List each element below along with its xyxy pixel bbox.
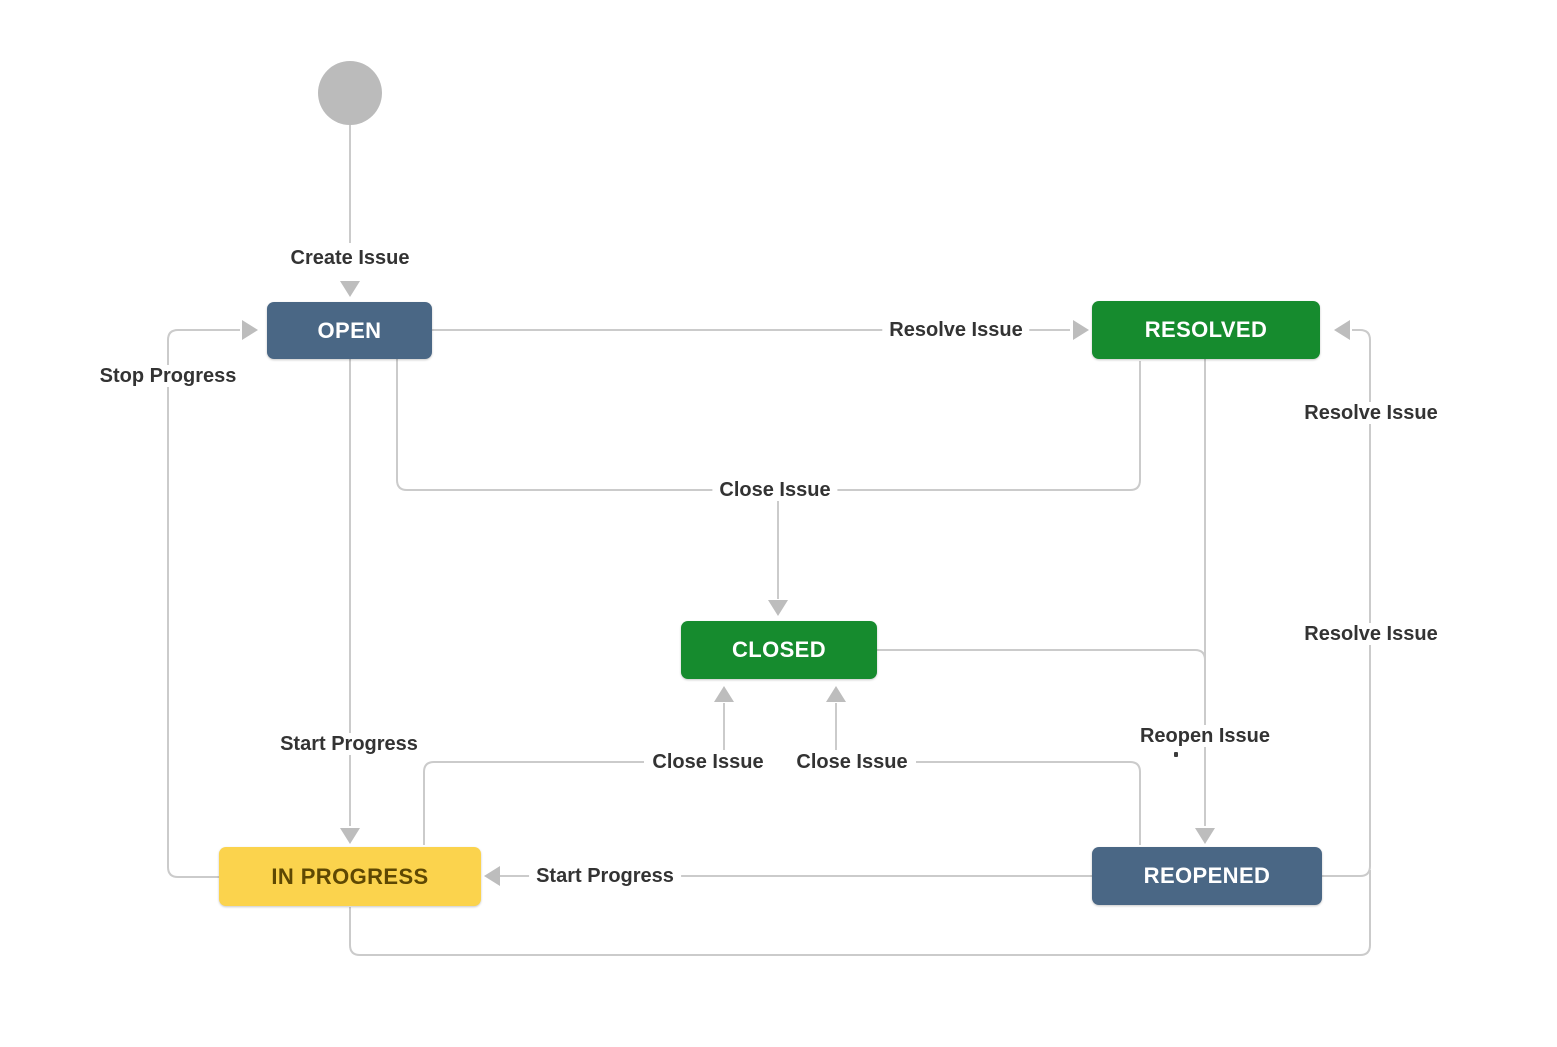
edge-reopened-to-close-issue (916, 761, 1141, 845)
transition-label-close-issue-top: Close Issue (712, 479, 838, 501)
edge-inprogress-to-open-stop-progress (167, 329, 240, 878)
start-node-circle (318, 61, 382, 125)
edge-inprogress-to-close-issue (423, 761, 644, 845)
arrowhead-into-resolved-right (1334, 320, 1350, 340)
arrowhead-into-closed-bottom-left (714, 686, 734, 702)
arrowhead-into-reopened-top (1195, 828, 1215, 844)
transition-label-close-issue-from-reopened: Close Issue (789, 751, 915, 773)
arrowhead-into-closed-bottom-right (826, 686, 846, 702)
edge-inprogress-to-resolved-bottom (349, 870, 1371, 956)
transition-label-start-progress-left: Start Progress (273, 733, 425, 755)
arrowhead-into-resolved-left (1073, 320, 1089, 340)
transition-label-resolve-issue-right-lower: Resolve Issue (1297, 623, 1445, 645)
transition-label-resolve-issue-top: Resolve Issue (882, 319, 1030, 341)
arrowhead-into-inprogress-right (484, 866, 500, 886)
transition-label-reopen-issue: Reopen Issue (1132, 725, 1278, 747)
arrowhead-into-open-left (242, 320, 258, 340)
transition-label-stop-progress: Stop Progress (92, 365, 244, 387)
transition-label-resolve-issue-right-upper: Resolve Issue (1297, 402, 1445, 424)
node-open: OPEN (267, 302, 432, 359)
edge-reopened-to-resolved-right (1322, 329, 1371, 877)
transition-label-create-issue: Create Issue (283, 247, 417, 269)
transition-label-close-issue-from-in-progress: Close Issue (645, 751, 771, 773)
edge-open-and-resolved-to-close-issue (396, 359, 1141, 491)
stray-dot-artifact (1174, 752, 1178, 757)
arrowhead-into-open-top (340, 281, 360, 297)
arrowhead-into-closed-top (768, 600, 788, 616)
node-closed: CLOSED (681, 621, 877, 679)
node-resolved: RESOLVED (1092, 301, 1320, 359)
edge-closed-to-reopened (877, 649, 1206, 700)
node-in-progress: IN PROGRESS (219, 847, 481, 906)
transition-label-start-progress-bottom: Start Progress (529, 865, 681, 887)
node-reopened: REOPENED (1092, 847, 1322, 905)
arrowhead-into-inprogress-top (340, 828, 360, 844)
